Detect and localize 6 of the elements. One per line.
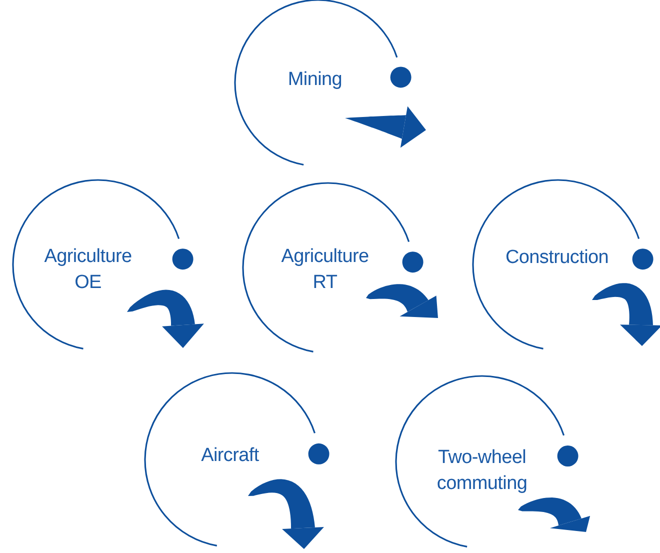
segment-label: Two-wheel commuting (436, 446, 528, 496)
segment-label: Agriculture OE (43, 245, 133, 295)
segment-label: Aircraft (200, 444, 260, 468)
segment-label: Construction (504, 246, 610, 270)
segment-label: Agriculture RT (280, 245, 370, 295)
segment-label: Mining (286, 68, 344, 92)
